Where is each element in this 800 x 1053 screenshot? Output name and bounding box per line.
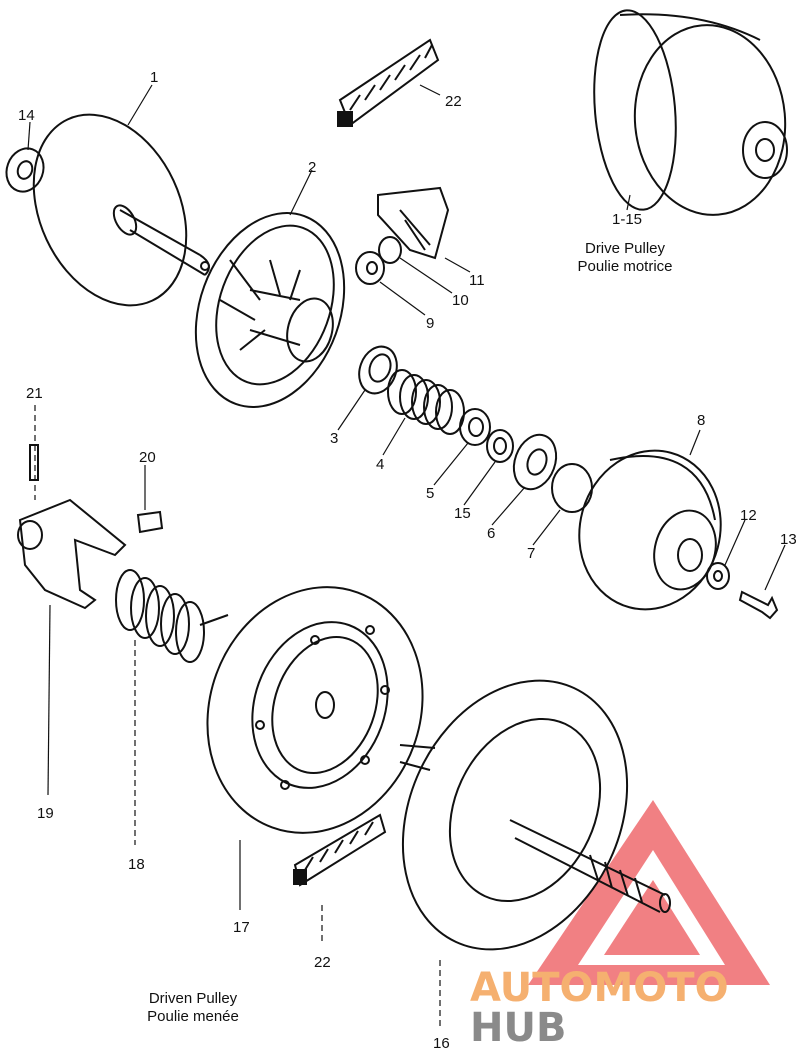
drive-pulley-caption-fr: Poulie motrice bbox=[577, 258, 673, 275]
drive-pulley-assembly bbox=[593, 9, 788, 216]
watermark-logo: AUTOMOTOHUB bbox=[470, 968, 800, 1048]
part-14-washer bbox=[5, 147, 45, 193]
part-10-ring bbox=[378, 236, 402, 264]
part-19-cam bbox=[17, 498, 127, 610]
part-22-slider-top bbox=[337, 38, 440, 127]
callout-10: 10 bbox=[452, 292, 469, 309]
callout-1-15: 1-15 bbox=[612, 211, 643, 228]
part-17-driven-sheave bbox=[206, 586, 424, 834]
part-4-spring bbox=[387, 369, 465, 435]
driven-pulley-caption-en: Driven Pulley bbox=[148, 990, 238, 1007]
callout-22-top: 22 bbox=[445, 93, 462, 110]
part-13-bolt bbox=[738, 590, 779, 620]
watermark-text-automoto: AUTOMOTO bbox=[470, 965, 729, 1011]
part-9-spacer bbox=[355, 251, 385, 285]
callout-4: 4 bbox=[376, 456, 385, 473]
callout-18: 18 bbox=[128, 856, 145, 873]
callout-17: 17 bbox=[233, 919, 250, 936]
leader-lines bbox=[27, 84, 786, 1030]
callout-8: 8 bbox=[697, 412, 706, 429]
callout-3: 3 bbox=[330, 430, 339, 447]
part-5-washer bbox=[459, 408, 491, 446]
part-16-driven-fixed-sheave bbox=[399, 679, 671, 951]
callout-19: 19 bbox=[37, 805, 54, 822]
part-20-block bbox=[136, 510, 164, 534]
part-22-slider-bottom bbox=[293, 813, 387, 887]
callout-20: 20 bbox=[139, 449, 156, 466]
part-2-movable-sheave bbox=[194, 212, 346, 408]
callout-21: 21 bbox=[26, 385, 43, 402]
driven-pulley-caption: Driven Pulley Poulie menée bbox=[118, 990, 268, 1026]
part-15-washer bbox=[486, 429, 514, 463]
watermark-text-hub: HUB bbox=[470, 1005, 567, 1051]
part-12-washer bbox=[706, 562, 730, 590]
callout-15: 15 bbox=[454, 505, 471, 522]
callout-12: 12 bbox=[740, 507, 757, 524]
part-3-bushing bbox=[358, 345, 398, 395]
part-6-cup bbox=[512, 433, 558, 491]
callout-2: 2 bbox=[308, 159, 317, 176]
callout-22-bottom: 22 bbox=[314, 954, 331, 971]
callout-11: 11 bbox=[469, 272, 485, 289]
callout-6: 6 bbox=[487, 525, 496, 542]
callout-16: 16 bbox=[433, 1035, 450, 1052]
callout-14: 14 bbox=[18, 107, 35, 124]
callout-9: 9 bbox=[426, 315, 435, 332]
part-7-ring bbox=[551, 463, 593, 513]
callout-13: 13 bbox=[780, 531, 797, 548]
callout-1: 1 bbox=[150, 69, 159, 86]
part-11-roller bbox=[377, 186, 450, 260]
drive-pulley-caption-en: Drive Pulley bbox=[584, 240, 666, 257]
drive-pulley-caption: Drive Pulley Poulie motrice bbox=[550, 240, 700, 276]
part-1-fixed-sheave bbox=[32, 113, 210, 307]
part-21-pin bbox=[29, 444, 39, 481]
callout-7: 7 bbox=[527, 545, 536, 562]
watermark-triangle bbox=[528, 800, 770, 985]
callout-5: 5 bbox=[426, 485, 435, 502]
part-8-governor-cup bbox=[578, 449, 722, 611]
part-18-spring bbox=[115, 569, 229, 663]
driven-pulley-caption-fr: Poulie menée bbox=[147, 1008, 239, 1025]
